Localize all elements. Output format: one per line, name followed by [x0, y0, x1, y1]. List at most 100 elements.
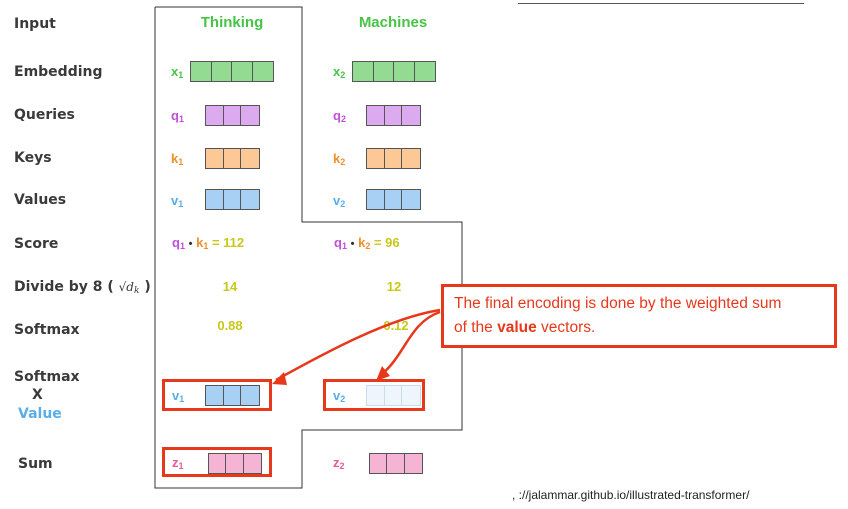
z1-subscript: 1: [178, 461, 184, 471]
score2-q-letter: q: [334, 235, 342, 250]
k2-subscript: 2: [340, 157, 346, 167]
v1-subscript: 1: [178, 199, 184, 209]
score2-dot: •: [350, 238, 355, 250]
top-divider-line: [518, 3, 804, 4]
score2-k-letter: k: [358, 235, 366, 250]
score2-q: q1: [334, 235, 347, 251]
q2-letter: q: [333, 108, 341, 123]
softmax-value-2: 0.12: [383, 318, 409, 333]
row-label-embedding: Embedding: [14, 64, 103, 80]
row-label-input: Input: [14, 16, 56, 32]
v2-letter: v: [333, 193, 341, 208]
divided-value-1: 14: [222, 279, 238, 294]
score2-k-subscript: 2: [365, 241, 371, 251]
row-label-values: Values: [14, 192, 67, 208]
z2-subscript: 2: [339, 461, 345, 471]
row-label-softmax-x-value-1: Softmax: [14, 369, 80, 385]
score-1: q1 • k1 = 112: [172, 235, 244, 251]
q1-query-vector: [205, 105, 260, 126]
k1-key-vector: [205, 148, 260, 169]
row-label-softmax-x-value-3: Value: [18, 406, 62, 422]
divide-suffix: ): [144, 279, 151, 295]
x1-label: x1: [171, 64, 183, 80]
sqrt-d: √d: [118, 280, 134, 294]
callout-line-1: The final encoding is done by the weight…: [454, 295, 782, 312]
score1-q-letter: q: [172, 235, 180, 250]
sqrt-dk-symbol: √dk: [118, 280, 140, 296]
k2-letter: k: [333, 151, 341, 166]
score2-k: k2: [358, 235, 371, 251]
arrow-to-v1-head: [272, 372, 287, 385]
arrow-to-v1: [275, 308, 441, 382]
k1-letter: k: [171, 151, 179, 166]
weighted-v1-highlight: [162, 379, 272, 411]
x1-subscript: 1: [178, 70, 184, 80]
z2-output-vector: [369, 453, 423, 474]
divided-value-2: 12: [386, 279, 402, 294]
q1-subscript: 1: [178, 114, 184, 124]
v1-value-vector: [205, 189, 260, 210]
row-label-softmax-x-value-2: X: [32, 387, 43, 403]
k2-key-vector: [366, 148, 421, 169]
score1-k: k1: [196, 235, 209, 251]
callout-line-2-post: vectors.: [536, 319, 596, 336]
weighted-v1-subscript: 1: [179, 394, 185, 404]
v1-label: v1: [171, 193, 183, 209]
callout-line-2: of the value vectors.: [454, 316, 824, 340]
x1-letter: x: [171, 64, 179, 79]
score1-q: q1: [172, 235, 185, 251]
v2-label: v2: [333, 193, 345, 209]
z2-label: z2: [333, 455, 345, 471]
v2-subscript: 2: [340, 199, 346, 209]
k2-label: k2: [333, 151, 345, 167]
weighted-v2-highlight: [323, 379, 425, 411]
callout-line-2-bold: value: [497, 319, 537, 336]
row-label-queries: Queries: [14, 107, 75, 123]
z1-label: z1: [172, 455, 184, 471]
x2-letter: x: [333, 64, 341, 79]
weighted-v2-subscript: 2: [340, 394, 346, 404]
q1-label: q1: [171, 108, 184, 124]
v1-letter: v: [171, 193, 179, 208]
weighted-v1-vector: [205, 385, 260, 406]
z1-letter: z: [172, 455, 179, 470]
q1-letter: q: [171, 108, 179, 123]
q2-query-vector: [366, 105, 421, 126]
arrow-to-v2-head: [376, 366, 390, 381]
z2-letter: z: [333, 455, 340, 470]
x2-subscript: 2: [340, 70, 346, 80]
q2-subscript: 2: [340, 114, 346, 124]
k1-subscript: 1: [178, 157, 184, 167]
score2-q-subscript: 1: [341, 241, 347, 251]
row-label-sum: Sum: [18, 456, 53, 472]
row-label-softmax: Softmax: [14, 322, 80, 338]
weighted-v2-letter: v: [333, 388, 341, 403]
k1-label: k1: [171, 151, 183, 167]
weighted-v2-vector-faded: [366, 385, 421, 406]
row-label-divide: Divide by 8 ( √dk ): [14, 279, 151, 296]
softmax-value-1: 0.88: [217, 318, 243, 333]
column-word-thinking: Thinking: [200, 14, 264, 31]
arrow-to-v2: [381, 310, 441, 375]
annotation-callout: The final encoding is done by the weight…: [441, 284, 837, 348]
z1-output-vector: [208, 453, 262, 474]
score-2: q1 • k2 = 96: [334, 235, 400, 251]
z1-highlight: [162, 447, 272, 477]
weighted-v2-label: v2: [333, 388, 345, 404]
score1-k-letter: k: [196, 235, 204, 250]
score1-q-subscript: 1: [179, 241, 185, 251]
sqrt-k-subscript: k: [133, 286, 140, 296]
callout-line-2-pre: of the: [454, 319, 498, 336]
row-label-keys: Keys: [14, 150, 52, 166]
q2-label: q2: [333, 108, 346, 124]
weighted-v1-label: v1: [172, 388, 184, 404]
score1-k-subscript: 1: [203, 241, 209, 251]
x1-embedding-vector: [190, 61, 274, 82]
weighted-v1-letter: v: [172, 388, 180, 403]
divide-prefix: Divide by 8 (: [14, 279, 114, 295]
column-word-machines: Machines: [358, 14, 428, 31]
score1-dot: •: [188, 238, 193, 250]
x2-label: x2: [333, 64, 345, 80]
